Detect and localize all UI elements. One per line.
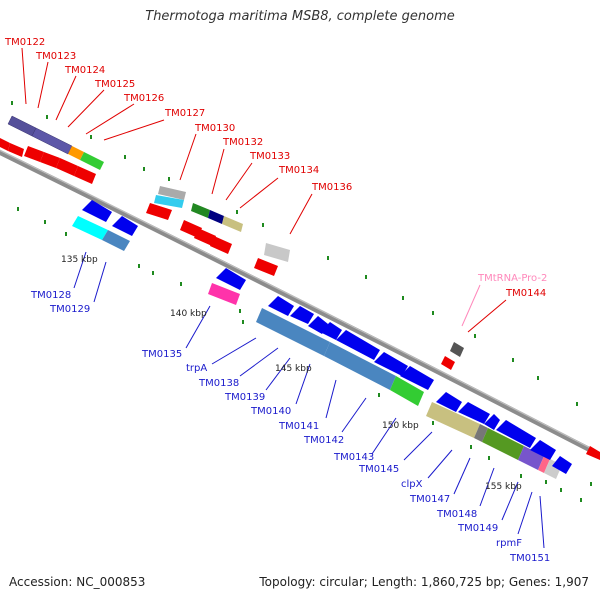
genome-summary-text: Topology: circular; Length: 1,860,725 bp… xyxy=(259,575,589,589)
gene-labels-bottom: TM0128 TM0129 TM0135 trpA TM0138 TM0139 … xyxy=(30,290,550,564)
gene-feature-tm0127[interactable] xyxy=(154,195,184,208)
gene-feature-tm0145[interactable] xyxy=(426,402,480,438)
gene-feature-tm0147[interactable] xyxy=(482,428,524,460)
gene-label-tm0139[interactable]: TM0139 xyxy=(224,392,265,403)
gene-label-tm0141[interactable]: TM0141 xyxy=(278,421,319,432)
gene-label-tm0125[interactable]: TM0125 xyxy=(94,79,135,90)
gene-label-tm0134[interactable]: TM0134 xyxy=(278,165,319,176)
gene-label-tm0128[interactable]: TM0128 xyxy=(30,290,71,301)
scale-ticks xyxy=(11,101,592,502)
gene-labels-top: TM0122 TM0123 TM0124 TM0125 TM0126 TM012… xyxy=(4,37,547,299)
gene-feature-clpX[interactable] xyxy=(474,424,488,442)
gene-label-tm0147[interactable]: TM0147 xyxy=(409,494,450,505)
gene-feature-tm0132[interactable] xyxy=(208,210,224,224)
gene-label-tm0144[interactable]: TM0144 xyxy=(505,288,546,299)
gene-feature-trpA[interactable] xyxy=(256,308,330,356)
leader-line-trna xyxy=(461,284,481,327)
scale-labels: 135 kbp 140 kbp 145 kbp 150 kbp 155 kbp xyxy=(61,255,522,492)
gene-label-tm0138[interactable]: TM0138 xyxy=(198,378,239,389)
genome-backbone xyxy=(0,149,600,458)
scale-label-150kbp: 150 kbp xyxy=(382,421,419,431)
gene-feature-tm0134[interactable] xyxy=(264,243,290,262)
gene-label-tm0133[interactable]: TM0133 xyxy=(249,151,290,162)
gene-label-tm0151[interactable]: TM0151 xyxy=(509,553,550,564)
red-gene-arrows-upper xyxy=(0,138,600,460)
gene-label-tm0123[interactable]: TM0123 xyxy=(35,51,76,62)
gene-feature-tm0141[interactable] xyxy=(390,376,424,406)
gene-feature-tm0128[interactable] xyxy=(72,216,108,240)
gene-feature-tm0122[interactable] xyxy=(7,115,37,137)
gene-label-tm0145[interactable]: TM0145 xyxy=(358,464,399,475)
gene-feature-tm0124[interactable] xyxy=(68,146,84,160)
gene-feature-tm0126[interactable] xyxy=(158,186,186,200)
gene-label-tm0122[interactable]: TM0122 xyxy=(4,37,45,48)
gene-label-tm0130[interactable]: TM0130 xyxy=(194,123,235,134)
leader-lines-top xyxy=(21,47,507,333)
gene-feature-trna-pro[interactable] xyxy=(450,342,464,357)
accession-text: Accession: NC_000853 xyxy=(9,575,146,589)
gene-feature-tm0130[interactable] xyxy=(191,203,210,218)
scale-label-135kbp: 135 kbp xyxy=(61,255,98,265)
gene-label-tm0126[interactable]: TM0126 xyxy=(123,93,164,104)
scale-label-155kbp: 155 kbp xyxy=(485,482,522,492)
gene-label-tm0127[interactable]: TM0127 xyxy=(164,108,205,119)
gene-feature-tm0135[interactable] xyxy=(208,283,240,305)
gene-feature-tm0148[interactable] xyxy=(518,446,544,470)
gene-feature-tm0125[interactable] xyxy=(80,152,104,170)
gene-feature-tm0138[interactable] xyxy=(324,342,396,390)
blue-gene-arrows-lower xyxy=(82,200,572,474)
gene-feature-tm0133[interactable] xyxy=(222,216,243,232)
gene-label-tm0124[interactable]: TM0124 xyxy=(64,65,105,76)
gene-label-clpX[interactable]: clpX xyxy=(401,479,423,490)
gene-label-tm0142[interactable]: TM0142 xyxy=(303,435,344,446)
gene-label-tm0129[interactable]: TM0129 xyxy=(49,304,90,315)
gene-label-tm0148[interactable]: TM0148 xyxy=(436,509,477,520)
scale-label-145kbp: 145 kbp xyxy=(275,364,312,374)
scale-label-140kbp: 140 kbp xyxy=(170,309,207,319)
gene-feature-tm0129[interactable] xyxy=(102,230,130,251)
genome-backbone-highlight xyxy=(0,149,600,454)
leader-lines-bottom xyxy=(73,251,545,549)
gene-label-tm0135[interactable]: TM0135 xyxy=(141,349,182,360)
gene-feature-rpmF[interactable] xyxy=(538,456,550,473)
gene-label-tm0136[interactable]: TM0136 xyxy=(311,182,352,193)
gene-label-tm0143[interactable]: TM0143 xyxy=(333,452,374,463)
gene-label-trpA[interactable]: trpA xyxy=(186,363,207,374)
gene-label-tm0132[interactable]: TM0132 xyxy=(222,137,263,148)
gene-label-tm0140[interactable]: TM0140 xyxy=(250,406,291,417)
gene-label-tm0149[interactable]: TM0149 xyxy=(457,523,498,534)
gene-label-trna-pro-2[interactable]: TMtRNA-Pro-2 xyxy=(477,273,547,284)
gene-label-rpmF[interactable]: rpmF xyxy=(496,538,522,549)
map-title: Thermotoga maritima MSB8, complete genom… xyxy=(145,9,455,24)
